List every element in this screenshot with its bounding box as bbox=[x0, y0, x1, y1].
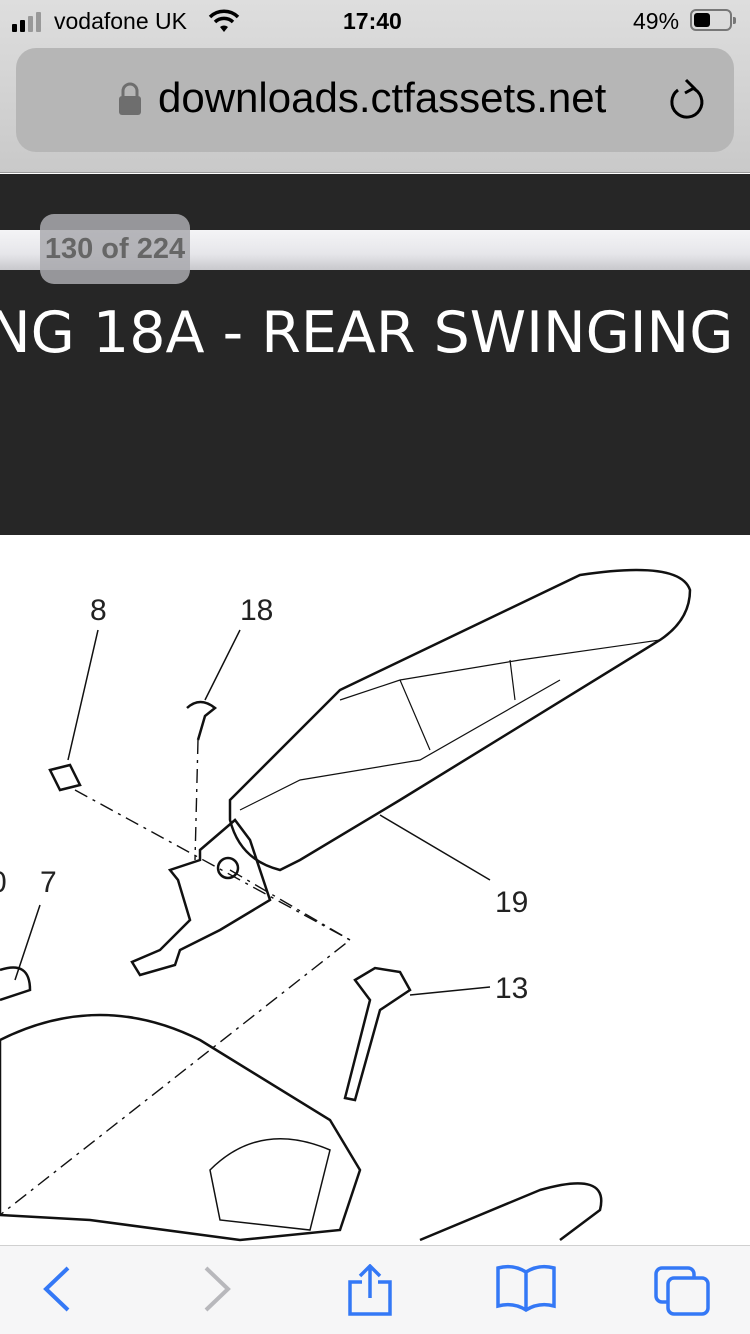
url-text[interactable]: downloads.ctfassets.net bbox=[158, 74, 607, 121]
bookmarks-icon[interactable] bbox=[495, 1264, 557, 1312]
battery-icon bbox=[690, 9, 736, 31]
callout-19: 19 bbox=[495, 886, 528, 919]
pdf-viewer[interactable]: 130 of 224 NG 18A - REAR SWINGING A 8 18… bbox=[0, 174, 750, 1245]
callout-13: 13 bbox=[495, 972, 528, 1005]
reload-icon[interactable] bbox=[666, 78, 708, 124]
signal-icon bbox=[12, 12, 41, 32]
share-icon[interactable] bbox=[345, 1264, 395, 1316]
page-heading: NG 18A - REAR SWINGING A bbox=[0, 300, 750, 366]
forward-icon[interactable] bbox=[200, 1264, 234, 1314]
carrier: vodafone UK bbox=[54, 8, 187, 34]
page-indicator: 130 of 224 bbox=[40, 214, 190, 284]
exploded-view-drawing: 8 18 7 19 13 0 bbox=[0, 568, 692, 1242]
parts-diagram: 8 18 7 19 13 0 bbox=[0, 535, 750, 1245]
clock: 17:40 bbox=[343, 8, 402, 34]
callout-partial: 0 bbox=[0, 866, 7, 899]
lock-icon bbox=[119, 82, 141, 115]
tabs-icon[interactable] bbox=[652, 1264, 712, 1318]
battery-percent: 49% bbox=[633, 8, 680, 34]
wifi-icon bbox=[208, 9, 240, 32]
callout-8: 8 bbox=[90, 594, 107, 627]
callout-7: 7 bbox=[40, 866, 57, 899]
callout-18: 18 bbox=[240, 594, 273, 627]
browser-chrome: vodafone UK 17:40 49% downloads.ctfasset… bbox=[0, 0, 750, 173]
browser-toolbar bbox=[0, 1245, 750, 1334]
back-icon[interactable] bbox=[40, 1264, 74, 1314]
